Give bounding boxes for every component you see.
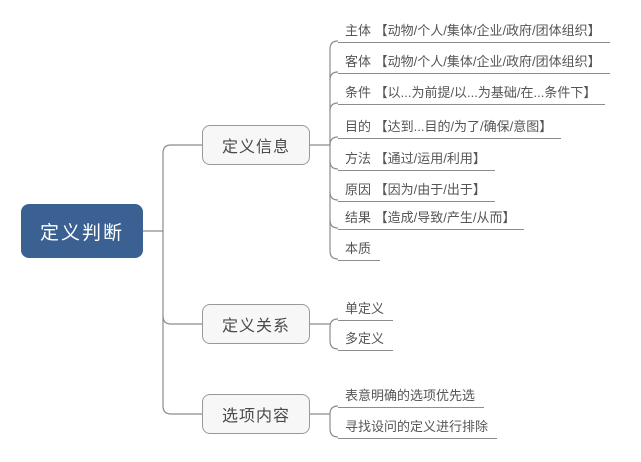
leaf-purpose[interactable]: 目的 【达到...目的/为了/确保/意图】 [338,117,562,139]
leaf-clear-option-first[interactable]: 表意明确的选项优先选 [338,386,485,408]
root-connectors [143,144,202,415]
branch-node-option-content[interactable]: 选项内容 [202,394,310,434]
leaf-object[interactable]: 客体 【动物/个人/集体/企业/政府/团体组织】 [338,52,610,74]
leaf-essence[interactable]: 本质 [338,239,381,261]
leaf-exclude-by-question[interactable]: 寻找设问的定义进行排除 [338,417,498,439]
leaf-method[interactable]: 方法 【通过/运用/利用】 [338,149,495,171]
leaf-single-definition[interactable]: 单定义 [338,299,394,321]
branch3-connectors [310,405,339,438]
leaf-reason[interactable]: 原因 【因为/由于/出于】 [338,180,495,202]
root-node[interactable]: 定义判断 [21,204,143,258]
branch-node-definition-relation[interactable]: 定义关系 [202,304,310,344]
branch-node-definition-info[interactable]: 定义信息 [202,125,310,165]
branch2-connectors [310,318,339,350]
leaf-result[interactable]: 结果 【造成/导致/产生/从而】 [338,208,525,230]
leaf-condition[interactable]: 条件 【以...为前提/以...为基础/在...条件下】 [338,83,606,105]
leaf-subject[interactable]: 主体 【动物/个人/集体/企业/政府/团体组织】 [338,21,610,43]
branch1-connectors [310,40,339,260]
leaf-multi-definition[interactable]: 多定义 [338,329,394,351]
